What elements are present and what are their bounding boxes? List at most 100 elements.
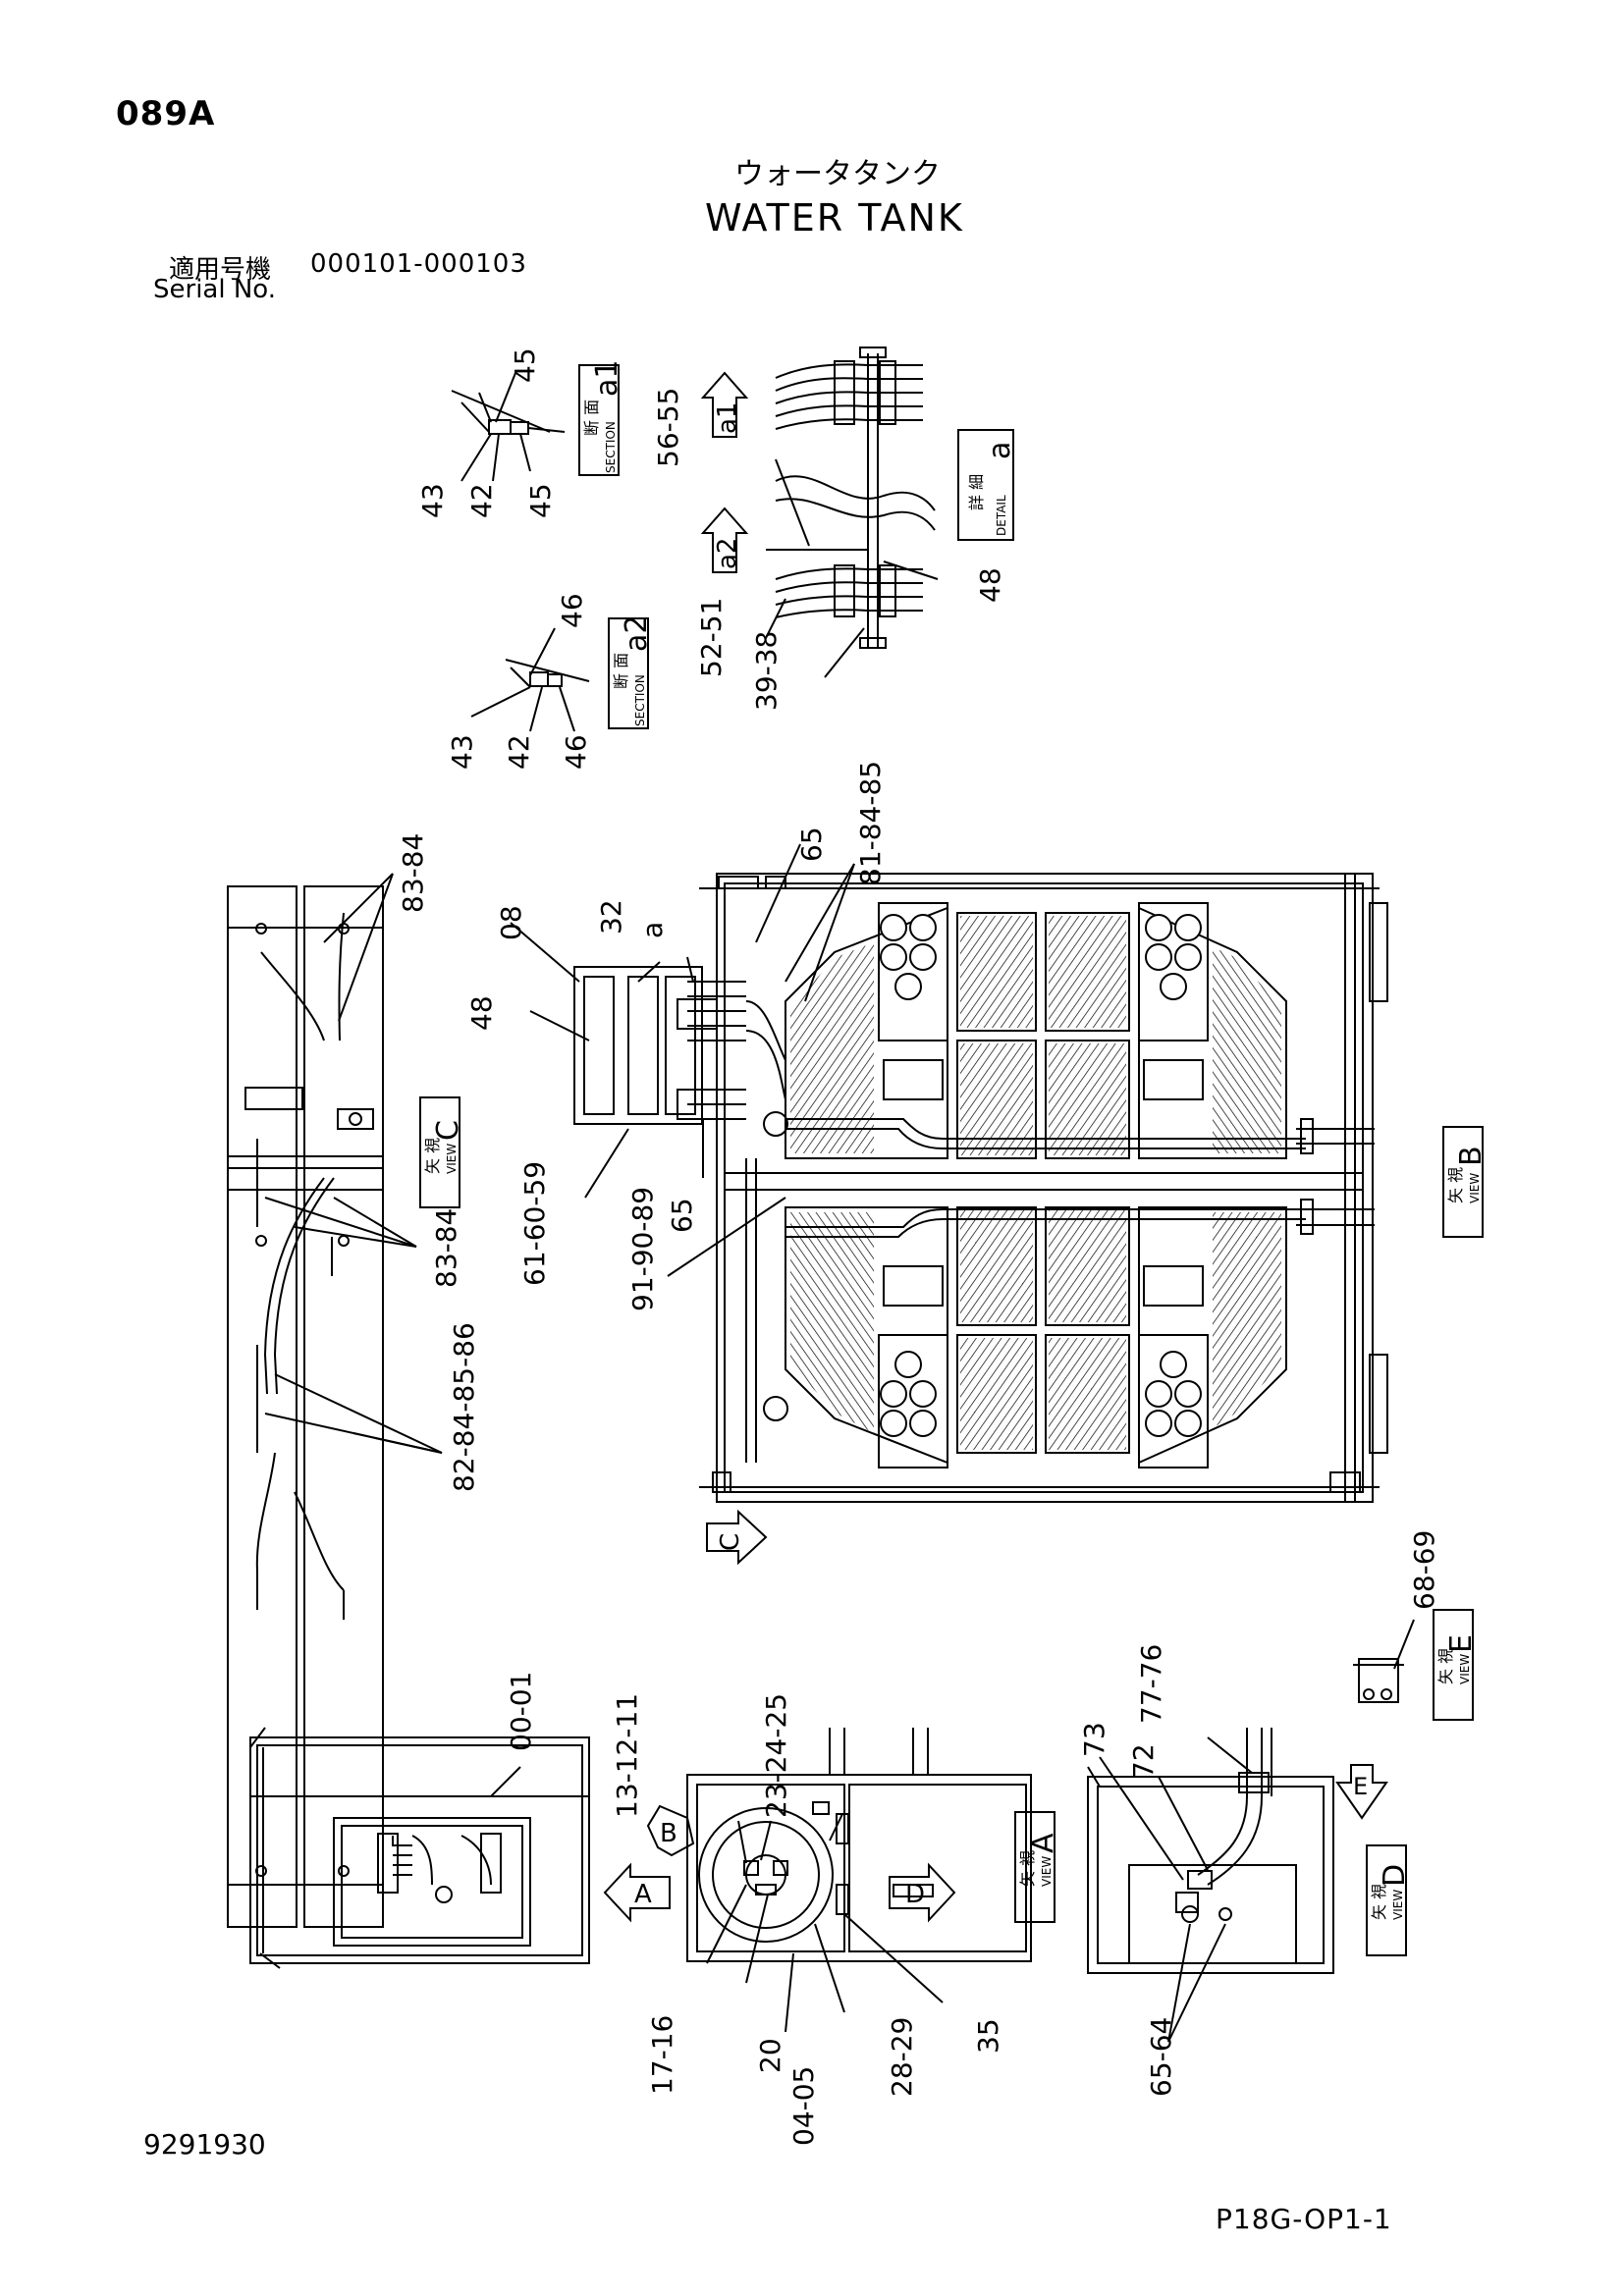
callout-46: 46 xyxy=(560,734,592,770)
callout-81-84-85: 81-84-85 xyxy=(854,761,887,885)
svg-text:a2: a2 xyxy=(620,615,654,652)
callout-45: 45 xyxy=(524,483,557,518)
svg-text:矢 視: 矢 視 xyxy=(1436,1648,1455,1684)
callout-48: 48 xyxy=(465,995,498,1031)
callout-39-38: 39-38 xyxy=(750,631,783,711)
callout-43: 43 xyxy=(446,734,478,770)
main-radiator-view xyxy=(699,873,1388,1503)
view-d-label: 矢 視 VIEW D xyxy=(1366,1844,1412,1956)
fan-guard-icon xyxy=(880,914,1202,1437)
serial-range: 000101-000103 xyxy=(310,249,527,279)
section-a1-drawing xyxy=(451,372,566,482)
svg-text:VIEW: VIEW xyxy=(1468,1173,1482,1203)
callout-48: 48 xyxy=(974,567,1006,603)
section-a1-en: SECTION xyxy=(604,421,618,473)
svg-text:VIEW: VIEW xyxy=(445,1144,459,1174)
callout-77-76: 77-76 xyxy=(1135,1644,1167,1724)
callout-73: 73 xyxy=(1078,1722,1110,1757)
title-english: WATER TANK xyxy=(705,196,964,240)
callout-46: 46 xyxy=(556,593,588,628)
callout-42: 42 xyxy=(465,483,498,518)
svg-text:C: C xyxy=(431,1120,465,1141)
callout-45: 45 xyxy=(509,347,541,383)
svg-text:D: D xyxy=(905,1880,925,1909)
svg-text:a1: a1 xyxy=(713,402,742,434)
view-a-left-drawing xyxy=(249,1727,590,1969)
svg-text:D: D xyxy=(1378,1864,1412,1887)
svg-text:B: B xyxy=(1454,1146,1489,1166)
arrow-a-marker: A xyxy=(603,1862,671,1923)
callout-20: 20 xyxy=(754,2038,786,2073)
view-e-label: 矢 視 VIEW E xyxy=(1433,1609,1479,1721)
page-reference: P18G-OP1-1 xyxy=(1216,2203,1392,2235)
svg-text:E: E xyxy=(1444,1634,1479,1653)
callout-00-01: 00-01 xyxy=(505,1672,537,1751)
callout-83-84: 83-84 xyxy=(430,1208,462,1288)
svg-text:B: B xyxy=(660,1819,677,1848)
page-code: 089A xyxy=(116,94,216,133)
callout-43: 43 xyxy=(416,483,449,518)
callout-56-55: 56-55 xyxy=(652,388,684,467)
svg-text:矢 視: 矢 視 xyxy=(423,1138,442,1174)
callout-28-29: 28-29 xyxy=(886,2017,918,2097)
detail-a-label: 詳 細 DETAIL a xyxy=(957,429,1017,541)
svg-text:DETAIL: DETAIL xyxy=(995,495,1008,536)
tank-pump-drawing xyxy=(686,1728,1032,2033)
svg-text:a2: a2 xyxy=(713,538,742,569)
callout-17-16: 17-16 xyxy=(646,2015,678,2095)
view-b-label: 矢 視 VIEW B xyxy=(1442,1126,1489,1238)
serial-label-english: Serial No. xyxy=(153,275,276,304)
view-e-drawing xyxy=(1353,1619,1415,1703)
callout-08: 08 xyxy=(495,905,527,940)
serial-label-japanese: 適用号機 xyxy=(169,255,272,285)
svg-text:A: A xyxy=(1026,1833,1060,1853)
view-a-label: 矢 視 VIEW A xyxy=(1014,1811,1060,1923)
svg-text:VIEW: VIEW xyxy=(1458,1654,1472,1684)
svg-text:A: A xyxy=(634,1880,652,1909)
section-a2-label: 断 面 SECTION a2 xyxy=(608,615,654,729)
section-a1-label: 断 面 SECTION a1 xyxy=(578,360,624,476)
svg-text:E: E xyxy=(1353,1773,1368,1800)
view-d-drawing xyxy=(1087,1728,1334,2043)
arrow-b-marker: B xyxy=(646,1804,695,1857)
svg-text:矢 視: 矢 視 xyxy=(1018,1850,1037,1887)
callout-83-84: 83-84 xyxy=(397,833,429,913)
detail-a-drawing xyxy=(765,347,939,678)
svg-text:矢 視: 矢 視 xyxy=(1446,1167,1465,1203)
svg-text:矢 視: 矢 視 xyxy=(1370,1884,1388,1920)
callout-35: 35 xyxy=(972,2018,1004,2054)
svg-text:VIEW: VIEW xyxy=(1391,1890,1405,1920)
callout-42: 42 xyxy=(503,734,535,770)
arrow-e-marker: E xyxy=(1335,1764,1388,1820)
title-japanese: ウォータタンク xyxy=(734,157,941,191)
svg-text:VIEW: VIEW xyxy=(1040,1856,1054,1887)
drawing-number: 9291930 xyxy=(143,2128,266,2161)
callout-91-90-89: 91-90-89 xyxy=(626,1187,659,1311)
callout-82-84-85-86: 82-84-85-86 xyxy=(448,1322,480,1492)
callout-13-12-11: 13-12-11 xyxy=(611,1693,643,1818)
svg-text:詳 細: 詳 細 xyxy=(967,474,986,510)
section-a1-id: a1 xyxy=(590,360,624,397)
reservoir-tank xyxy=(510,843,855,1277)
view-c-drawing xyxy=(227,873,443,1928)
arrow-a1-marker: a1 xyxy=(700,371,749,438)
callout-65-64: 65-64 xyxy=(1145,2017,1177,2097)
svg-text:断 面: 断 面 xyxy=(612,653,630,689)
callout-68-69: 68-69 xyxy=(1408,1530,1440,1610)
callout-23-24-25: 23-24-25 xyxy=(760,1693,792,1818)
callout-65: 65 xyxy=(795,827,828,862)
svg-text:C: C xyxy=(716,1533,745,1551)
callout-72: 72 xyxy=(1127,1743,1160,1779)
svg-text:a: a xyxy=(983,442,1017,459)
arrow-a2-marker: a2 xyxy=(700,507,749,573)
arrow-d-marker: D xyxy=(889,1862,956,1923)
callout-65: 65 xyxy=(666,1198,698,1233)
arrow-c-marker: C xyxy=(706,1509,768,1566)
view-c-label: 矢 視 VIEW C xyxy=(419,1096,465,1208)
callout-04-05: 04-05 xyxy=(787,2066,820,2146)
callout-32: 32 xyxy=(595,899,627,934)
callout-52-51: 52-51 xyxy=(695,598,728,677)
svg-text:SECTION: SECTION xyxy=(633,674,647,726)
radiator-mesh xyxy=(790,916,1281,1450)
